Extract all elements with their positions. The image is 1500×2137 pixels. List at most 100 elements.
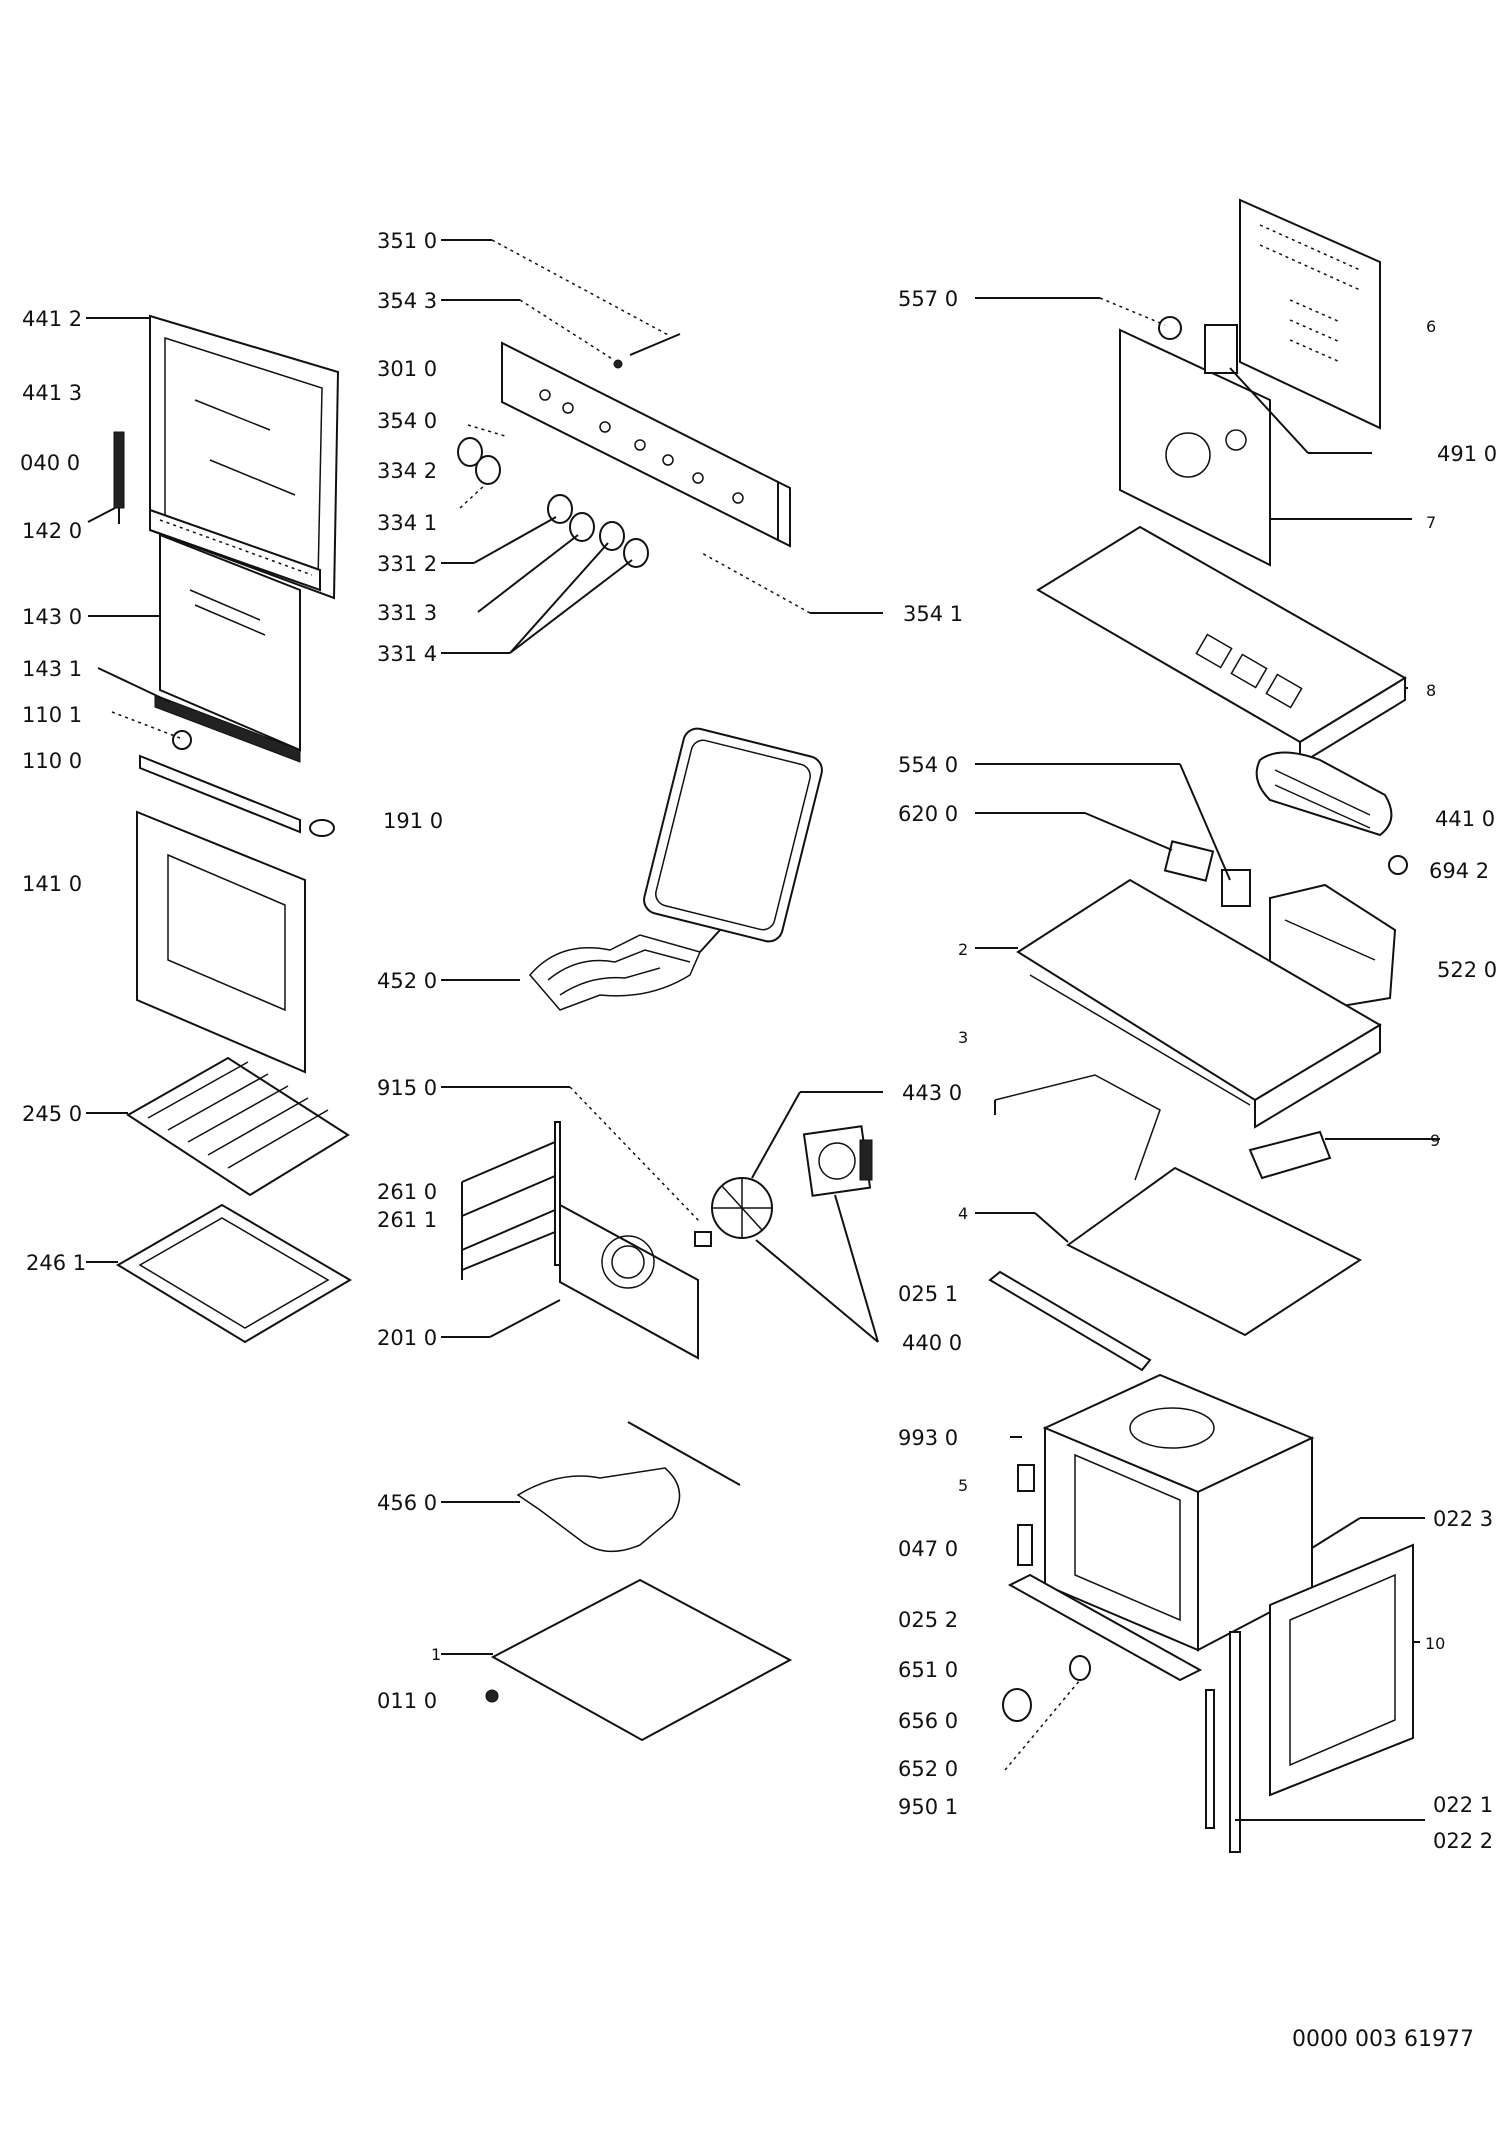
label-334-1: 334 1 [377,511,437,535]
label-022-2: 022 2 [1433,1829,1493,1853]
fan-motor [802,1125,873,1197]
lamp-assembly [1002,1655,1091,1722]
label-7: 7 [1426,513,1436,532]
label-456-0: 456 0 [377,1491,437,1515]
label-025-2: 025 2 [898,1608,958,1632]
label-143-1: 143 1 [22,657,82,681]
bottom-heating-element [516,1421,741,1553]
label-331-4: 331 4 [377,642,437,666]
top-cover-panel [1036,525,1407,766]
label-491-0: 491 0 [1437,442,1497,466]
label-441-3: 441 3 [22,381,82,405]
terminal-block [1204,324,1238,374]
label-261-0: 261 0 [377,1180,437,1204]
back-cover-vented [1239,198,1381,430]
label-331-2: 331 2 [377,552,437,576]
cavity-bottom-strip [1007,1573,1203,1682]
bottom-cover-plate [490,1578,793,1742]
label-143-0: 143 0 [22,605,82,629]
oven-cavity-box [1042,1373,1315,1652]
support-bracket [994,1074,1161,1181]
label-694-2: 694 2 [1429,859,1489,883]
label-191-0: 191 0 [383,809,443,833]
label-6: 6 [1426,317,1436,336]
relay-part [1163,840,1215,882]
panel-screw-parts [613,333,681,369]
label-141-0: 141 0 [22,872,82,896]
label-4: 4 [958,1204,968,1223]
small-fixing-part [485,1689,499,1703]
control-board [1248,1130,1332,1180]
label-011-0: 011 0 [377,1689,437,1713]
cooling-duct [988,1270,1152,1372]
cavity-seal-gasket [643,727,823,943]
convection-fan [694,1177,773,1247]
glass-retainer-strip [154,694,301,763]
control-panel-fascia [501,341,791,548]
label-652-0: 652 0 [898,1757,958,1781]
label-1: 1 [431,1645,441,1664]
label-047-0: 047 0 [898,1537,958,1561]
label-651-0: 651 0 [898,1658,958,1682]
middle-leaders [441,239,883,1655]
front-door-frame [1269,1543,1414,1797]
rear-mounting-plate [1119,328,1271,567]
label-440-0: 440 0 [902,1331,962,1355]
label-950-1: 950 1 [898,1795,958,1819]
label-441-0: 441 0 [1435,807,1495,831]
label-110-0: 110 0 [22,749,82,773]
label-040-0: 040 0 [20,451,80,475]
label-2: 2 [958,940,968,959]
label-022-3: 022 3 [1433,1507,1493,1531]
label-5: 5 [958,1476,968,1495]
control-knobs-upper [457,437,501,485]
shelf-runners [461,1121,561,1280]
label-443-0: 443 0 [902,1081,962,1105]
label-110-1: 110 1 [22,703,82,727]
label-915-0: 915 0 [377,1076,437,1100]
part-labels: 441 2 441 3 040 0 142 0 143 0 143 1 110 … [20,229,1497,1853]
label-025-1: 025 1 [898,1282,958,1306]
label-022-1: 022 1 [1433,1793,1493,1817]
label-993-0: 993 0 [898,1426,958,1450]
tangential-fan [1255,751,1393,837]
label-354-3: 354 3 [377,289,437,313]
document-number: 0000 003 61977 [1292,2027,1474,2052]
label-656-0: 656 0 [898,1709,958,1733]
label-246-1: 246 1 [26,1251,86,1275]
label-452-0: 452 0 [377,969,437,993]
door-lock-part [1017,1524,1033,1566]
label-8: 8 [1426,681,1436,700]
label-554-0: 554 0 [898,753,958,777]
label-261-1: 261 1 [377,1208,437,1232]
grill-element [529,929,721,1011]
label-557-0: 557 0 [898,287,958,311]
electronic-module [1269,883,1397,1010]
label-301-0: 301 0 [377,357,437,381]
label-201-0: 201 0 [377,1326,437,1350]
wiring-tray [1016,878,1382,1129]
baking-tray [116,1203,352,1344]
switch-part [1221,869,1251,907]
door-frame-bottom-strip [149,508,321,592]
label-354-1: 354 1 [903,602,963,626]
label-10: 10 [1425,1634,1445,1653]
fan-cover-plate [559,1203,699,1360]
label-3: 3 [958,1028,968,1047]
label-441-2: 441 2 [22,307,82,331]
label-354-0: 354 0 [377,409,437,433]
label-334-2: 334 2 [377,459,437,483]
thermostat-part [1158,316,1182,340]
label-9: 9 [1430,1131,1440,1150]
left-leaders [86,317,181,1263]
right-leaders [975,297,1440,1821]
inner-door-panel [136,810,306,1074]
wire-shelf [126,1056,350,1197]
door-bottom-trim [139,754,335,837]
sensor-part [1388,855,1408,875]
insulation-top-plate [1066,1166,1363,1337]
label-522-0: 522 0 [1437,958,1497,982]
door-handle-part [113,431,125,524]
